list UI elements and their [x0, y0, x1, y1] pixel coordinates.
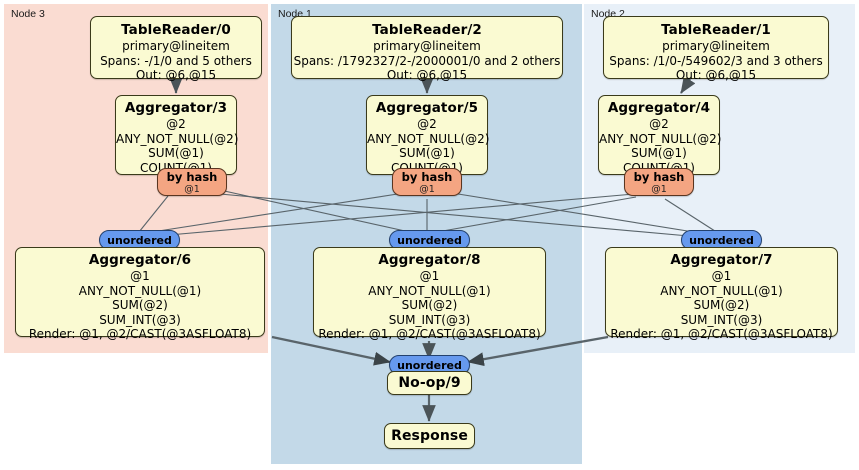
tablereader-0-out: Out: @6,@15 — [135, 68, 217, 82]
processor-tablereader-0[interactable]: TableReader/0 primary@lineitem Spans: -/… — [90, 16, 262, 82]
tablereader-1-spans: Spans: /1/0-/549602/3 and 3 others — [609, 53, 823, 68]
no-op-9-title: No-op/9 — [398, 374, 461, 391]
processor-aggregator-4[interactable]: Aggregator/4 @2 ANY_NOT_NULL(@2) SUM(@1)… — [598, 95, 722, 175]
aggregator-3-agg2: SUM(@1) — [148, 146, 204, 160]
aggregator-4-title: Aggregator/4 — [607, 100, 711, 116]
processor-aggregator-5[interactable]: Aggregator/5 @2 ANY_NOT_NULL(@2) SUM(@1)… — [366, 95, 490, 175]
aggregator-6-agg1: ANY_NOT_NULL(@1) — [78, 283, 202, 298]
processor-no-op-9[interactable]: No-op/9 — [387, 371, 472, 395]
stream-unordered-final[interactable]: unordered — [389, 355, 470, 375]
router-hash-5-title: by hash — [401, 170, 453, 184]
aggregator-6-title: Aggregator/6 — [88, 252, 192, 268]
processor-tablereader-2[interactable]: TableReader/2 primary@lineitem Spans: /1… — [291, 16, 563, 82]
aggregator-5-agg1: ANY_NOT_NULL(@2) — [367, 131, 490, 146]
aggregator-7-agg1: ANY_NOT_NULL(@1) — [660, 283, 783, 298]
aggregator-3-agg1: ANY_NOT_NULL(@2) — [116, 131, 239, 146]
tablereader-2-table: primary@lineitem — [373, 39, 481, 53]
tablereader-0-table: primary@lineitem — [122, 39, 230, 53]
router-hash-5-col: @1 — [419, 184, 435, 195]
aggregator-8-title: Aggregator/8 — [378, 252, 481, 268]
aggregator-7-groupcols: @1 — [711, 269, 732, 283]
aggregator-7-agg2: SUM(@2) — [693, 298, 750, 312]
processor-aggregator-8[interactable]: Aggregator/8 @1 ANY_NOT_NULL(@1) SUM(@2)… — [313, 247, 546, 341]
stream-unordered-center-label: unordered — [397, 233, 462, 247]
tablereader-2-out: Out: @6,@15 — [386, 68, 468, 82]
tablereader-1-table: primary@lineitem — [662, 39, 770, 53]
processor-tablereader-1[interactable]: TableReader/1 primary@lineitem Spans: /1… — [603, 16, 829, 82]
processor-response[interactable]: Response — [384, 423, 475, 449]
aggregator-5-groupcols: @2 — [417, 117, 437, 131]
router-by-hash-aggregator-5[interactable]: by hash @1 — [392, 168, 462, 196]
router-by-hash-aggregator-4[interactable]: by hash @1 — [624, 168, 694, 196]
router-hash-3-col: @1 — [184, 184, 200, 195]
tablereader-0-spans: Spans: -/1/0 and 5 others — [100, 53, 252, 68]
router-hash-4-title: by hash — [633, 170, 685, 184]
aggregator-3-title: Aggregator/3 — [124, 100, 228, 116]
stream-unordered-left-label: unordered — [107, 233, 172, 247]
aggregator-8-agg3: SUM_INT(@3) — [388, 312, 471, 327]
processor-aggregator-6[interactable]: Aggregator/6 @1 ANY_NOT_NULL(@1) SUM(@2)… — [15, 247, 265, 341]
aggregator-6-agg2: SUM(@2) — [112, 298, 168, 312]
aggregator-4-agg2: SUM(@1) — [631, 146, 687, 160]
aggregator-5-agg2: SUM(@1) — [399, 146, 455, 160]
aggregator-3-groupcols: @2 — [166, 117, 186, 131]
stream-unordered-right-label: unordered — [689, 233, 754, 247]
aggregator-6-groupcols: @1 — [130, 269, 150, 283]
tablereader-0-title: TableReader/0 — [121, 22, 231, 38]
router-hash-3-title: by hash — [166, 170, 218, 184]
tablereader-1-out: Out: @6,@15 — [675, 68, 757, 82]
aggregator-4-agg1: ANY_NOT_NULL(@2) — [599, 131, 722, 146]
aggregator-7-title: Aggregator/7 — [670, 252, 773, 268]
router-hash-4-col: @1 — [651, 184, 667, 195]
processor-aggregator-3[interactable]: Aggregator/3 @2 ANY_NOT_NULL(@2) SUM(@1)… — [115, 95, 239, 175]
aggregator-8-agg2: SUM(@2) — [401, 298, 458, 312]
tablereader-2-title: TableReader/2 — [372, 22, 482, 38]
response-title: Response — [391, 427, 468, 444]
aggregator-8-agg1: ANY_NOT_NULL(@1) — [368, 283, 491, 298]
stream-unordered-left[interactable]: unordered — [99, 230, 180, 250]
panel-node-3-label: Node 3 — [11, 8, 45, 20]
aggregator-7-render: Render: @1, @2/CAST(@3ASFLOAT8) — [610, 327, 833, 341]
stream-unordered-final-label: unordered — [397, 358, 462, 372]
aggregator-8-render: Render: @1, @2/CAST(@3ASFLOAT8) — [318, 327, 541, 341]
aggregator-4-groupcols: @2 — [649, 117, 669, 131]
tablereader-1-title: TableReader/1 — [661, 22, 771, 38]
aggregator-8-groupcols: @1 — [419, 269, 440, 283]
router-by-hash-aggregator-3[interactable]: by hash @1 — [157, 168, 227, 196]
aggregator-7-agg3: SUM_INT(@3) — [680, 312, 763, 327]
aggregator-6-render: Render: @1, @2/CAST(@3ASFLOAT8) — [28, 327, 252, 341]
aggregator-6-agg3: SUM_INT(@3) — [99, 312, 181, 327]
tablereader-2-spans: Spans: /1792327/2-/2000001/0 and 2 other… — [293, 53, 561, 68]
aggregator-5-title: Aggregator/5 — [375, 100, 479, 116]
processor-aggregator-7[interactable]: Aggregator/7 @1 ANY_NOT_NULL(@1) SUM(@2)… — [605, 247, 838, 341]
